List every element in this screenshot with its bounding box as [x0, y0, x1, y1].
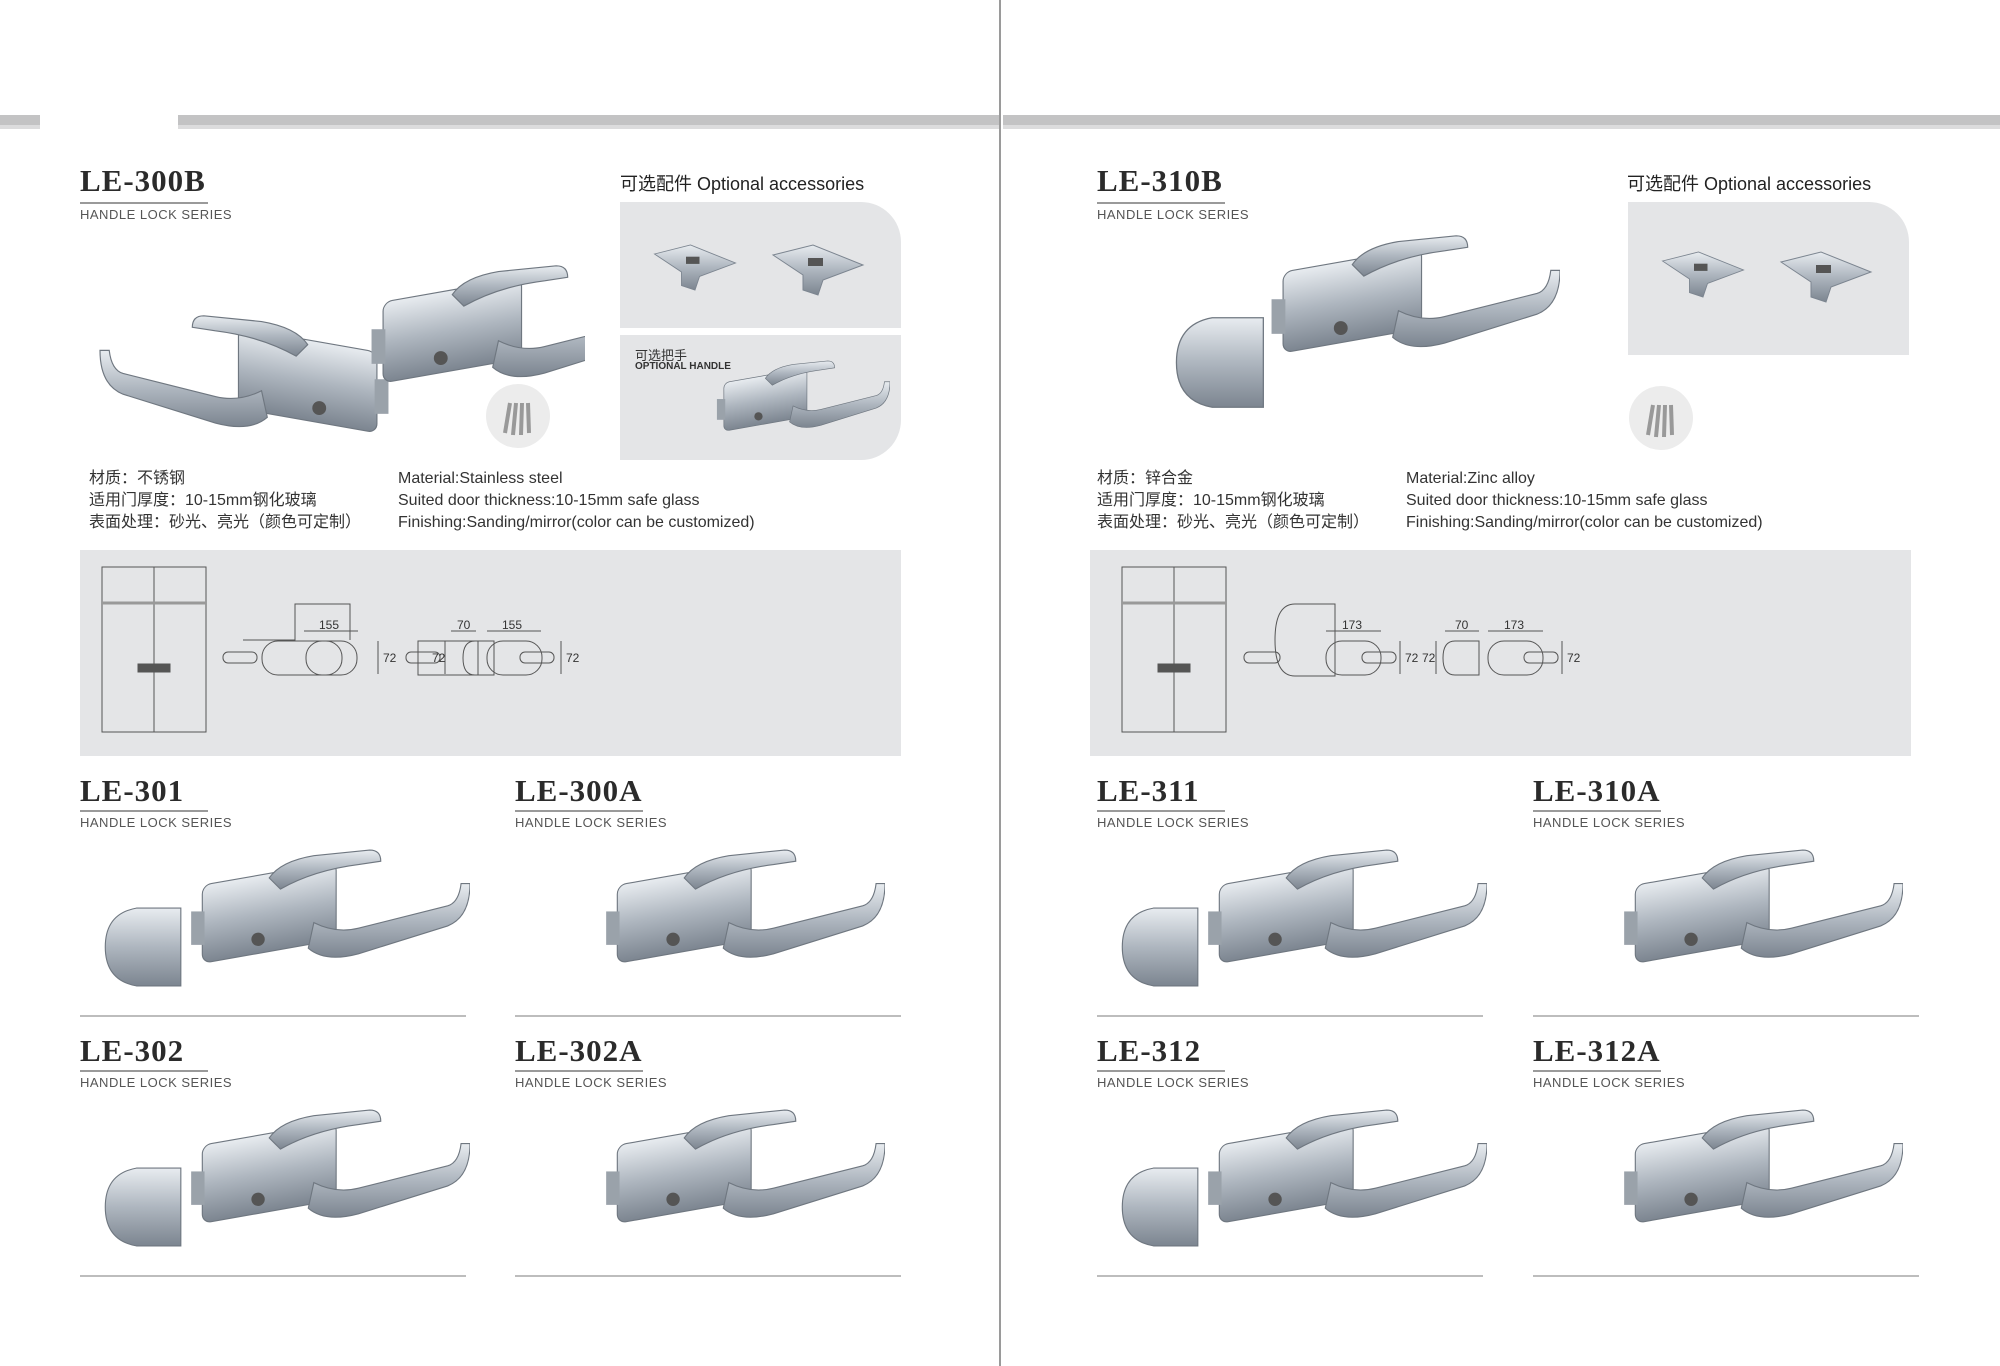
product-image	[104, 1109, 470, 1247]
title-underline	[80, 810, 208, 812]
optional-handle-cn: 可选把手	[635, 348, 688, 363]
series-label: HANDLE LOCK SERIES	[1097, 1075, 1250, 1090]
dimension-drawing: 155 72 70 72 155 72	[101, 566, 580, 733]
product-image	[104, 849, 470, 987]
dim-height: 72	[1405, 651, 1419, 665]
title-underline	[1097, 1070, 1225, 1072]
dimension-drawing: 173 72 70 72 173 72	[1121, 566, 1581, 733]
spec-material-cn: 材质：不锈钢	[89, 470, 186, 487]
series-label: HANDLE LOCK SERIES	[1533, 1075, 1686, 1090]
series-label: HANDLE LOCK SERIES	[1533, 815, 1686, 830]
model-title: LE-300A	[515, 773, 643, 808]
decorative-bar	[178, 115, 1000, 129]
spec-cn: 材质：锌合金 适用门厚度：10-15mm钢化玻璃 表面处理：砂光、亮光（颜色可定…	[1097, 468, 1369, 534]
optional-handle-image	[716, 360, 890, 432]
dim-length-2: 173	[1504, 618, 1524, 632]
model-title: LE-312A	[1533, 1033, 1661, 1068]
optional-accessories-label: 可选配件 Optional accessories	[620, 174, 865, 194]
page-divider	[999, 0, 1001, 1366]
section-divider	[515, 1275, 901, 1277]
spec-thickness-cn: 适用门厚度：10-15mm钢化玻璃	[1097, 492, 1325, 509]
optional-accessories-label: 可选配件 Optional accessories	[1627, 174, 1872, 194]
spec-finishing-cn: 表面处理：砂光、亮光（颜色可定制）	[89, 514, 362, 531]
spec-material-cn: 材质：锌合金	[1097, 470, 1194, 487]
product-image	[1623, 1109, 1903, 1224]
series-label: HANDLE LOCK SERIES	[80, 1075, 233, 1090]
spec-thickness-en: Suited door thickness:10-15mm safe glass	[1406, 492, 1708, 509]
spec-finishing-en: Finishing:Sanding/mirror(color can be cu…	[1406, 514, 1763, 531]
dim-length: 173	[1342, 618, 1362, 632]
dim-length-2: 155	[502, 618, 522, 632]
model-title: LE-312	[1097, 1033, 1202, 1068]
spec-thickness-en: Suited door thickness:10-15mm safe glass	[398, 492, 700, 509]
product-image	[605, 1109, 885, 1224]
title-underline	[80, 1070, 208, 1072]
dim-height-3: 72	[1567, 651, 1581, 665]
decorative-bar	[1003, 115, 2000, 129]
model-title: LE-310A	[1533, 773, 1661, 808]
decorative-bar	[0, 115, 40, 129]
spec-finishing-cn: 表面处理：砂光、亮光（颜色可定制）	[1097, 514, 1370, 531]
spec-en: Material:Stainless steel Suited door thi…	[398, 468, 755, 534]
strike-plate-images	[654, 244, 864, 296]
keys-image	[486, 384, 550, 448]
title-underline	[1533, 810, 1661, 812]
spec-material-en: Material:Zinc alloy	[1406, 470, 1535, 487]
title-underline	[1097, 810, 1225, 812]
spec-finishing-en: Finishing:Sanding/mirror(color can be cu…	[398, 514, 755, 531]
series-label: HANDLE LOCK SERIES	[515, 815, 668, 830]
title-underline	[515, 810, 643, 812]
section-divider	[515, 1015, 901, 1017]
spec-en: Material:Zinc alloy Suited door thicknes…	[1406, 468, 1763, 534]
model-title: LE-302A	[515, 1033, 643, 1068]
dim-width: 70	[1455, 618, 1469, 632]
dimension-drawing-panel: 173 72 70 72 173 72	[1090, 550, 1911, 756]
series-label: HANDLE LOCK SERIES	[1097, 815, 1250, 830]
model-title: LE-310B	[1097, 163, 1223, 198]
spec-thickness-cn: 适用门厚度：10-15mm钢化玻璃	[89, 492, 317, 509]
title-underline	[80, 202, 208, 204]
dimension-drawing-panel: 155 72 70 72 155 72	[80, 550, 901, 756]
section-divider	[80, 1015, 466, 1017]
title-underline	[515, 1070, 643, 1072]
section-divider	[1097, 1015, 1483, 1017]
product-image	[605, 849, 885, 964]
model-title: LE-300B	[80, 163, 206, 198]
dim-height-2: 72	[1422, 651, 1436, 665]
series-label: HANDLE LOCK SERIES	[80, 207, 233, 222]
optional-handle-panel: 可选把手 OPTIONAL HANDLE	[620, 335, 901, 460]
optional-handle-en: OPTIONAL HANDLE	[635, 361, 731, 372]
model-title: LE-301	[80, 773, 185, 808]
accessories-panel	[620, 202, 901, 328]
section-divider	[1097, 1275, 1483, 1277]
model-title: LE-311	[1097, 773, 1200, 808]
series-label: HANDLE LOCK SERIES	[515, 1075, 668, 1090]
dim-height-2: 72	[432, 651, 446, 665]
product-image	[1175, 235, 1560, 408]
series-label: HANDLE LOCK SERIES	[1097, 207, 1250, 222]
dim-height: 72	[383, 651, 397, 665]
section-divider	[80, 1275, 466, 1277]
dim-height-3: 72	[566, 651, 580, 665]
product-image	[1121, 849, 1487, 987]
accessories-panel	[1628, 202, 1909, 355]
title-underline	[1533, 1070, 1661, 1072]
strike-plate-images	[1662, 251, 1872, 303]
dim-length: 155	[319, 618, 339, 632]
dim-width: 70	[457, 618, 471, 632]
section-divider	[1533, 1275, 1919, 1277]
model-title: LE-302	[80, 1033, 185, 1068]
section-divider	[1533, 1015, 1919, 1017]
keys-image	[1629, 386, 1693, 450]
product-image	[1623, 849, 1903, 964]
product-image	[1121, 1109, 1487, 1247]
title-underline	[1097, 202, 1225, 204]
spec-material-en: Material:Stainless steel	[398, 470, 563, 487]
spec-cn: 材质：不锈钢 适用门厚度：10-15mm钢化玻璃 表面处理：砂光、亮光（颜色可定…	[89, 468, 361, 534]
series-label: HANDLE LOCK SERIES	[80, 815, 233, 830]
